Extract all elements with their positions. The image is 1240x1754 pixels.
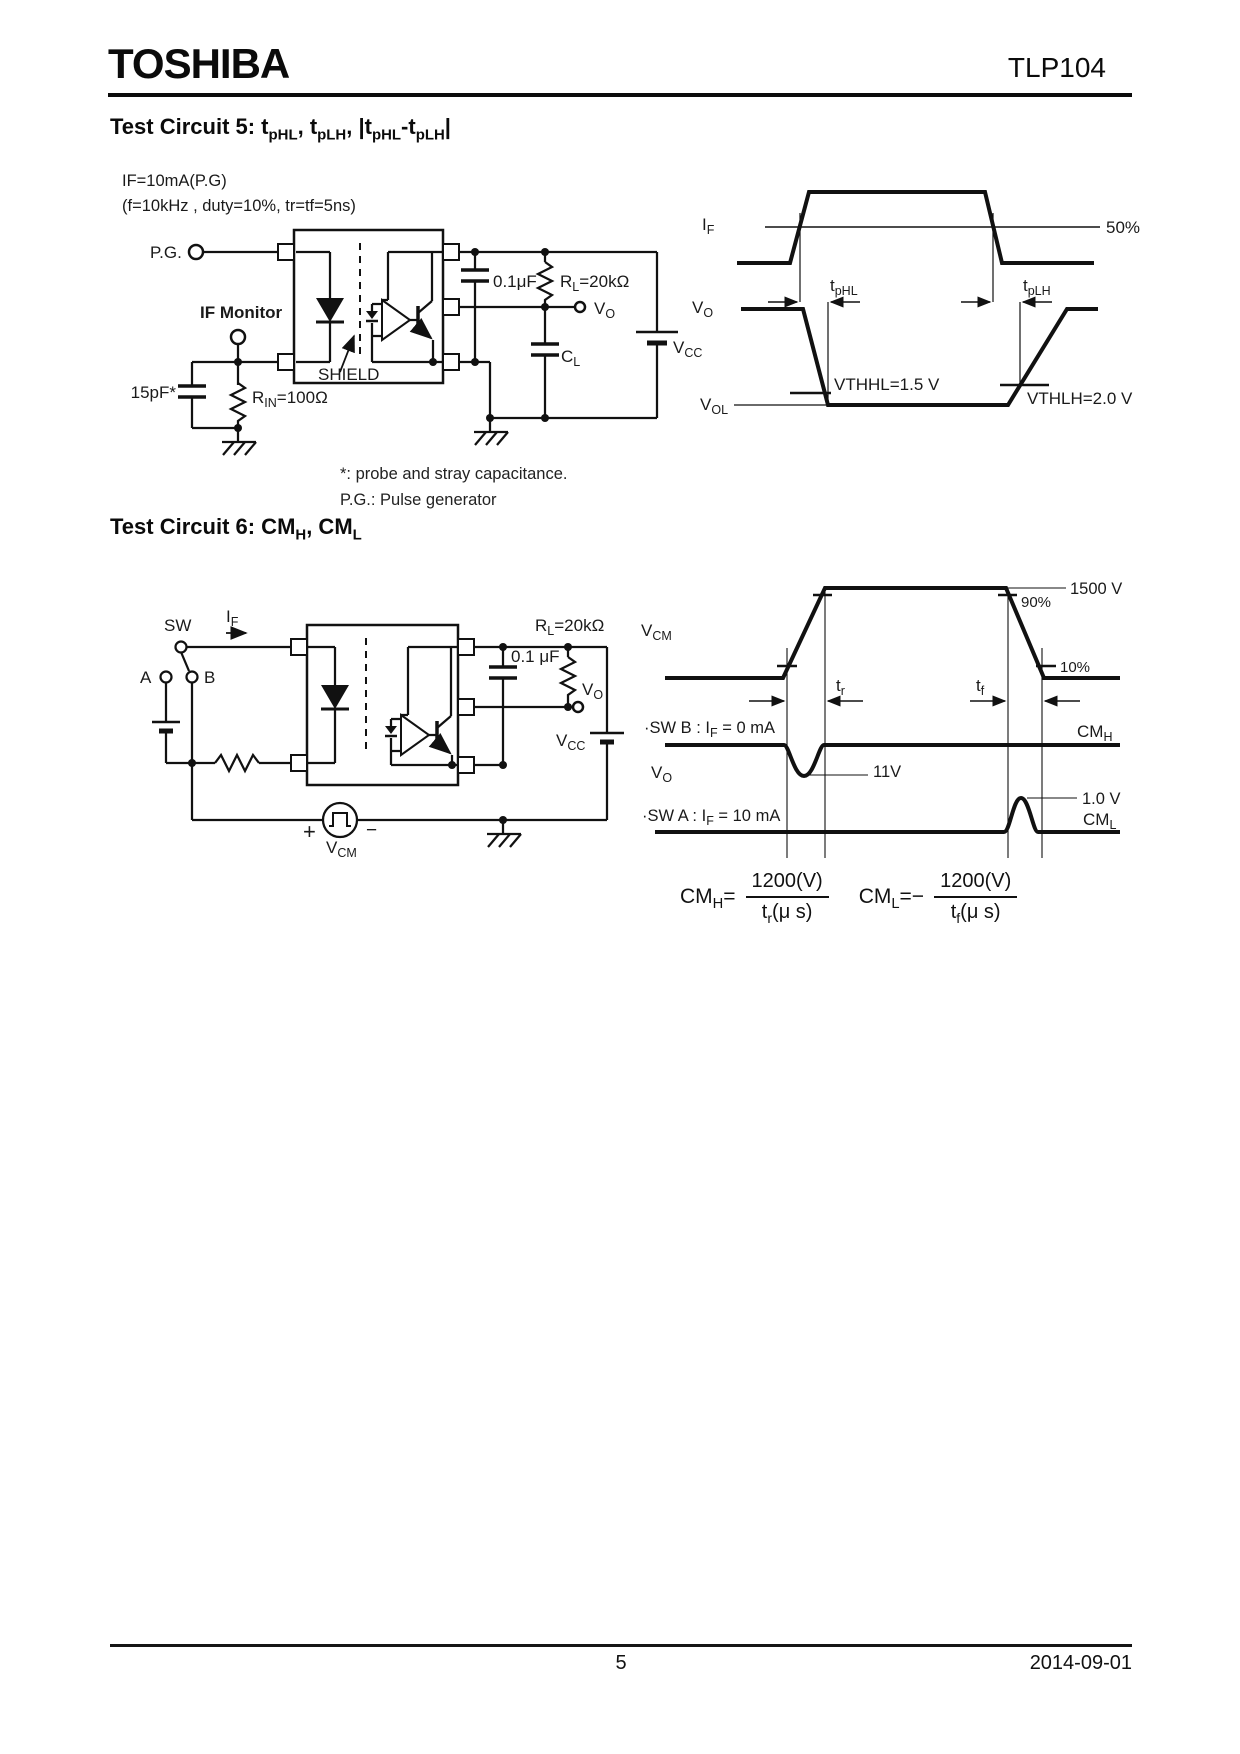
- vcm-waveform: [665, 586, 1120, 680]
- cml-waveform: [655, 795, 1120, 834]
- ic-pins: [290, 638, 475, 774]
- ground-symbol: [472, 430, 510, 447]
- plus-sign: +: [303, 819, 316, 844]
- footer-date: 2014-09-01: [1029, 1652, 1132, 1674]
- v10-label: 1.0 V: [1082, 790, 1121, 808]
- test-circuit-6-diagram: SW IF A B RL=20kΩ 0.1 μF VO VCC + − VCM: [140, 580, 1122, 860]
- vo-waveform: [741, 307, 1098, 407]
- rl-label: RL=20kΩ: [535, 616, 604, 638]
- pg-label: P.G.: [150, 243, 182, 262]
- contact-a-label: A: [140, 668, 152, 687]
- swb-condition-label: ·SW B : IF = 0 mA: [644, 719, 775, 740]
- sw-label: SW: [164, 616, 191, 635]
- cap15-label: 15pF*: [131, 383, 177, 402]
- minus-sign: −: [366, 820, 377, 841]
- ground-symbol: [485, 832, 523, 849]
- cmh-label: CMH: [1077, 722, 1112, 744]
- circuit5-notes: *: probe and stray capacitance. P.G.: Pu…: [340, 461, 567, 513]
- terminals: [571, 700, 585, 714]
- v1500-label: 1500 V: [1070, 580, 1122, 598]
- toshiba-logo: TOSHIBA: [108, 40, 290, 87]
- tf-label: tf: [976, 676, 985, 698]
- fifty-percent-label: 50%: [1106, 218, 1140, 237]
- waveform6-reference-lines: [786, 587, 1077, 858]
- tplh-label: tpLH: [1023, 276, 1051, 298]
- terminals: [187, 243, 587, 346]
- vo-wave-label: VO: [692, 298, 713, 320]
- optocoupler-package: [305, 623, 460, 787]
- cml-formula-fraction: 1200(V) tf(μ s): [934, 870, 1018, 925]
- part-number: TLP104: [1007, 52, 1106, 83]
- vcm-label: VCM: [326, 838, 357, 860]
- footer-rule: [110, 1644, 1132, 1647]
- if-monitor-label: IF Monitor: [200, 303, 283, 322]
- test-circuit-5-diagram: IF=10mA(P.G) (f=10kHz , duty=10%, tr=tf=…: [122, 172, 1140, 457]
- p90-label: 90%: [1021, 594, 1051, 611]
- cap01-label: 0.1μF: [493, 272, 537, 291]
- ic-pins: [277, 243, 460, 371]
- contact-b-label: B: [204, 668, 215, 687]
- condition-line-2: (f=10kHz , duty=10%, tr=tf=5ns): [122, 197, 356, 215]
- led-symbol: [316, 298, 344, 322]
- test-circuit-5-title: Test Circuit 5: tpHL, tpLH, |tpHL-tpLH|: [110, 114, 451, 144]
- note-pg: P.G.: Pulse generator: [340, 491, 497, 509]
- cmh-formula-fraction: 1200(V) tr(μ s): [745, 870, 829, 925]
- waveform5-reference-lines: [734, 213, 1100, 406]
- junction-dots: [234, 248, 549, 432]
- circuit6-wires: [152, 645, 624, 834]
- if-wave-label: IF: [702, 215, 715, 237]
- cml-formula-lhs: CML=−: [858, 885, 925, 913]
- cmh-formula-lhs: CMH=: [680, 885, 736, 913]
- note-probe: *: probe and stray capacitance.: [340, 465, 568, 483]
- cm-formulas: CMH= 1200(V) tr(μ s) CML=− 1200(V) tf(μ …: [680, 870, 1018, 925]
- vo-label: VO: [582, 680, 603, 702]
- photodiode-symbol: [385, 726, 397, 734]
- vcc-label: VCC: [556, 731, 585, 753]
- header-rule: [108, 93, 1132, 97]
- amplifier-symbol: [400, 713, 431, 757]
- v11-label: 11V: [873, 763, 901, 781]
- rl-label: RL=20kΩ: [560, 272, 629, 294]
- vol-label: VOL: [700, 395, 728, 417]
- vcm-wave-label: VCM: [641, 621, 672, 643]
- cml-label: CML: [1083, 810, 1116, 832]
- waveform6-traces: [655, 586, 1120, 834]
- vo-wave-label: VO: [651, 763, 672, 785]
- waveform5-traces: [737, 190, 1098, 407]
- shield-label: SHIELD: [318, 365, 379, 384]
- vthhl-label: VTHHL=1.5 V: [834, 375, 940, 394]
- vo-label: VO: [594, 299, 615, 321]
- vthlh-label: VTHLH=2.0 V: [1027, 389, 1133, 408]
- page-number: 5: [615, 1652, 627, 1674]
- pulse-icon: [329, 812, 351, 827]
- photodiode-symbol: [366, 311, 378, 319]
- tphl-label: tpHL: [830, 276, 858, 298]
- tr-label: tr: [836, 676, 845, 698]
- ground-symbol: [220, 440, 258, 457]
- cl-label: CL: [561, 347, 580, 369]
- junction-dots: [188, 643, 572, 824]
- capacitor-15pf: [178, 384, 206, 399]
- vcc-label: VCC: [673, 338, 702, 360]
- shield-arrow: [339, 334, 355, 373]
- vcm-source: [321, 801, 359, 839]
- amplifier-symbol: [381, 298, 412, 342]
- switch-terminals: [159, 640, 199, 684]
- swa-condition-label: ·SW A : IF = 10 mA: [642, 807, 780, 828]
- p10-label: 10%: [1060, 659, 1090, 676]
- if-label: IF: [226, 607, 239, 629]
- test-circuit-6-title: Test Circuit 6: CMH, CML: [110, 514, 362, 544]
- rin-label: RIN=100Ω: [252, 388, 328, 410]
- if-waveform: [737, 190, 1094, 265]
- condition-line-1: IF=10mA(P.G): [122, 172, 227, 190]
- led-symbol: [321, 685, 349, 709]
- cap01-label: 0.1 μF: [511, 647, 560, 666]
